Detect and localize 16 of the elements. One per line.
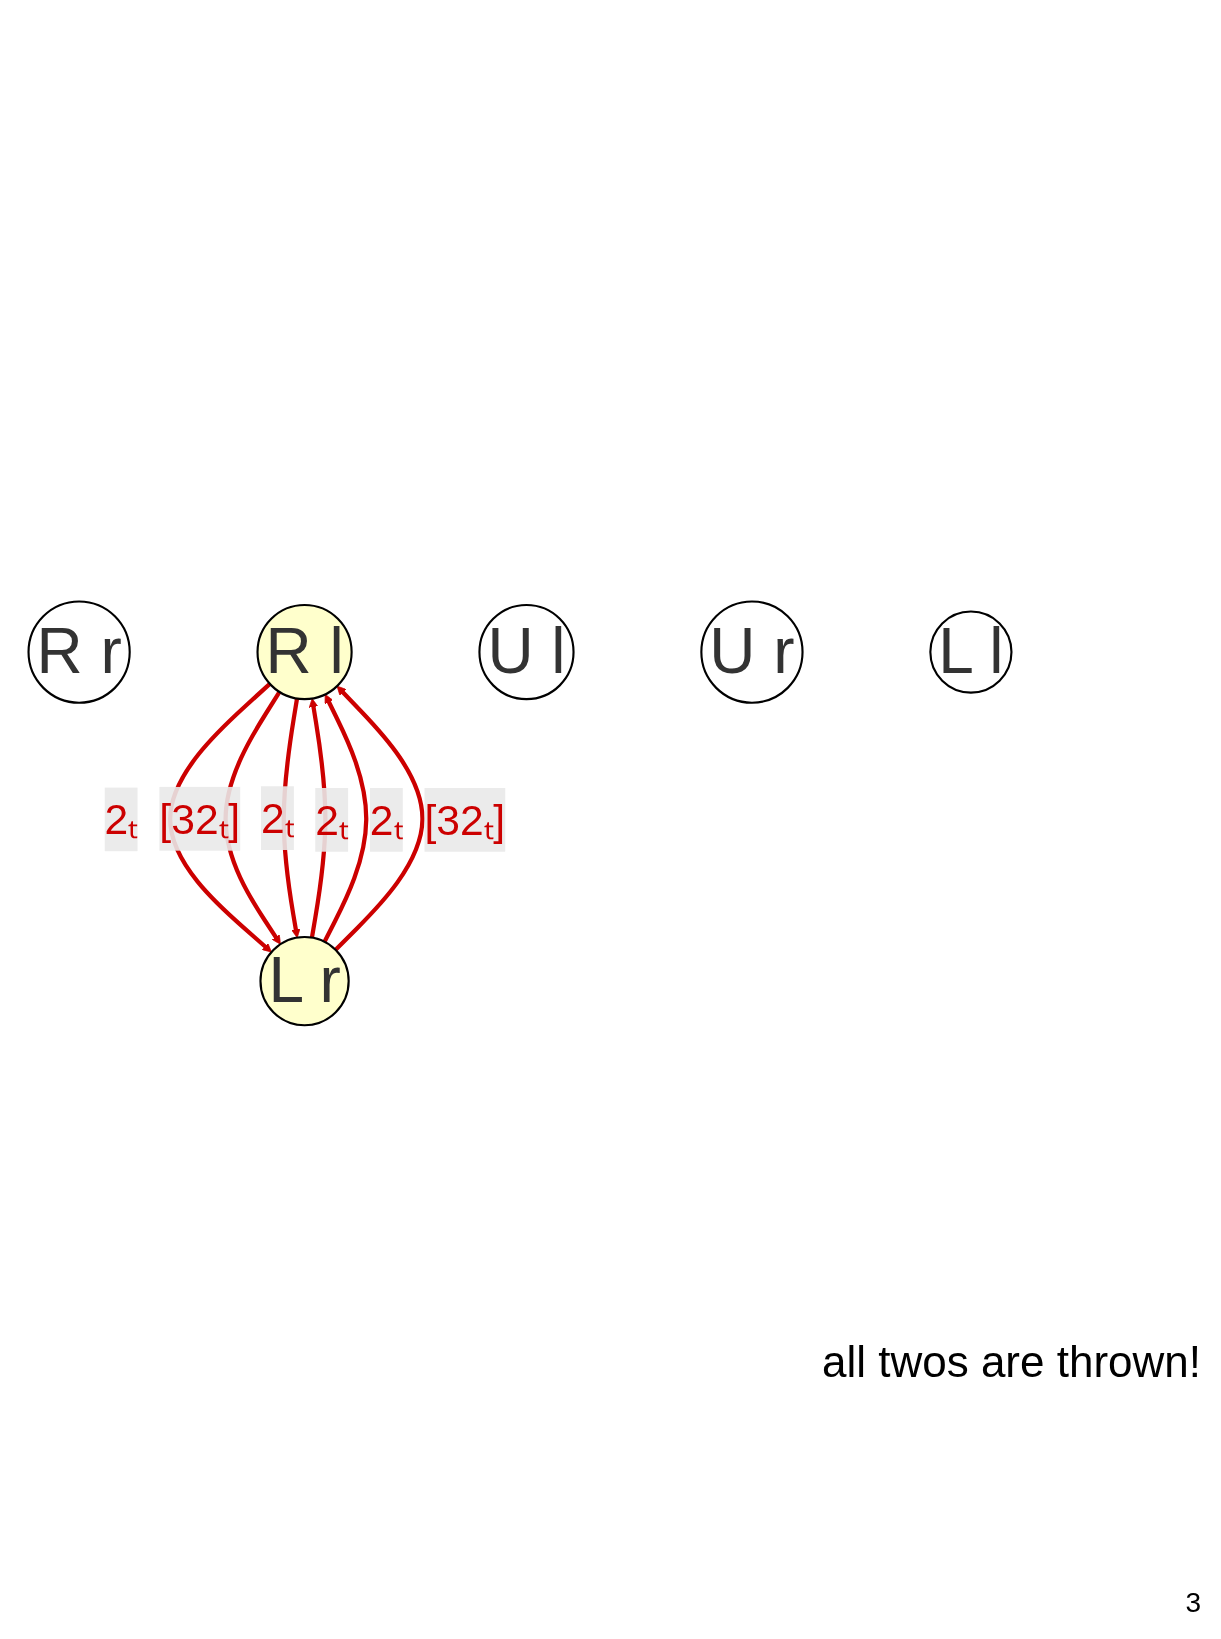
node-circle: U l	[478, 603, 575, 700]
arrow	[322, 693, 369, 943]
node-circle: L l	[929, 610, 1013, 694]
node-circle: R r	[27, 600, 131, 704]
note-text: all twos are thrown!	[821, 1337, 1201, 1387]
edge-label: 2ₜ	[369, 796, 404, 843]
edge-label: [32ₜ]	[424, 796, 506, 843]
edge-label: 2ₜ	[260, 794, 295, 842]
node-circle: U r	[700, 600, 804, 704]
arrow	[334, 685, 425, 952]
node-circle: R l	[256, 603, 353, 700]
node-circle: L r	[259, 935, 350, 1026]
edge-label: [32ₜ]	[159, 795, 240, 842]
edge-label: 2ₜ	[315, 796, 349, 843]
edge-label: 2ₜ	[104, 795, 138, 843]
page-number: 3	[1184, 1587, 1201, 1619]
